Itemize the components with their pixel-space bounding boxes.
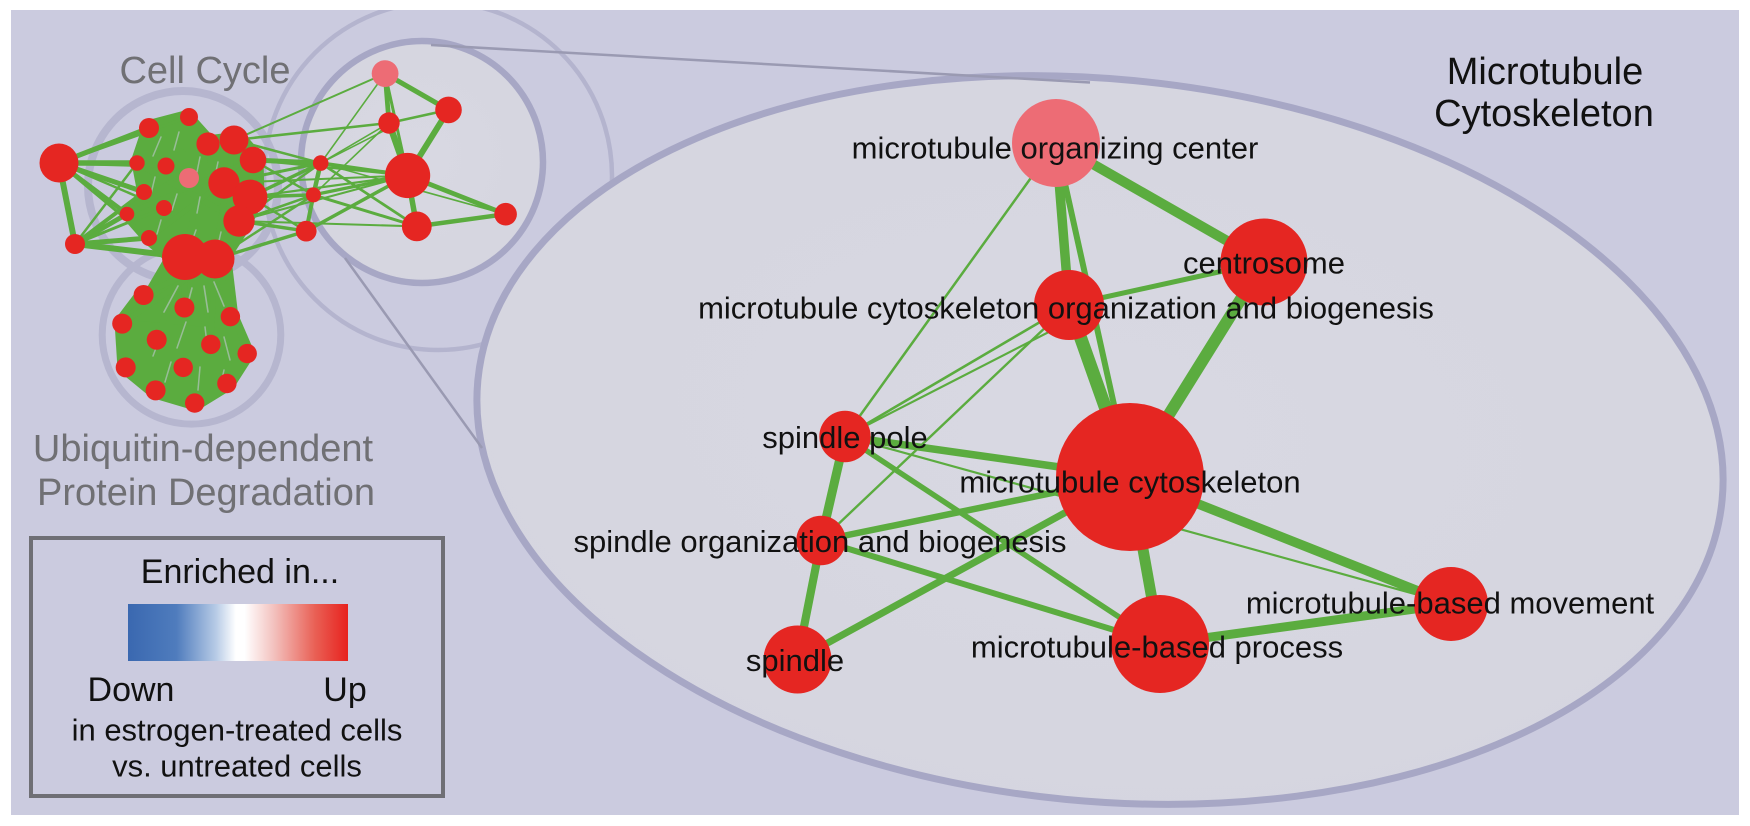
svg-text:microtubule cytoskeleton organ: microtubule cytoskeleton organization an… [698,291,1434,326]
svg-text:in estrogen-treated cells: in estrogen-treated cells [72,713,403,748]
svg-text:Cell Cycle: Cell Cycle [119,50,290,92]
svg-text:Cytoskeleton: Cytoskeleton [1434,93,1654,135]
svg-text:Up: Up [323,671,366,709]
svg-text:microtubule-based movement: microtubule-based movement [1246,586,1655,621]
svg-text:microtubule cytoskeleton: microtubule cytoskeleton [959,465,1300,500]
svg-text:spindle: spindle [746,643,844,678]
svg-text:Down: Down [88,671,175,709]
svg-text:Enriched in...: Enriched in... [141,553,339,591]
svg-text:microtubule organizing center: microtubule organizing center [852,131,1259,166]
svg-text:centrosome: centrosome [1183,246,1345,281]
svg-text:Ubiquitin-dependent: Ubiquitin-dependent [33,428,374,470]
svg-text:spindle pole: spindle pole [762,420,927,455]
svg-text:spindle organization and bioge: spindle organization and biogenesis [574,524,1067,559]
svg-text:vs. untreated cells: vs. untreated cells [112,749,362,784]
svg-text:Protein Degradation: Protein Degradation [37,472,375,514]
svg-text:microtubule-based process: microtubule-based process [971,630,1343,665]
svg-text:Microtubule: Microtubule [1447,51,1643,93]
